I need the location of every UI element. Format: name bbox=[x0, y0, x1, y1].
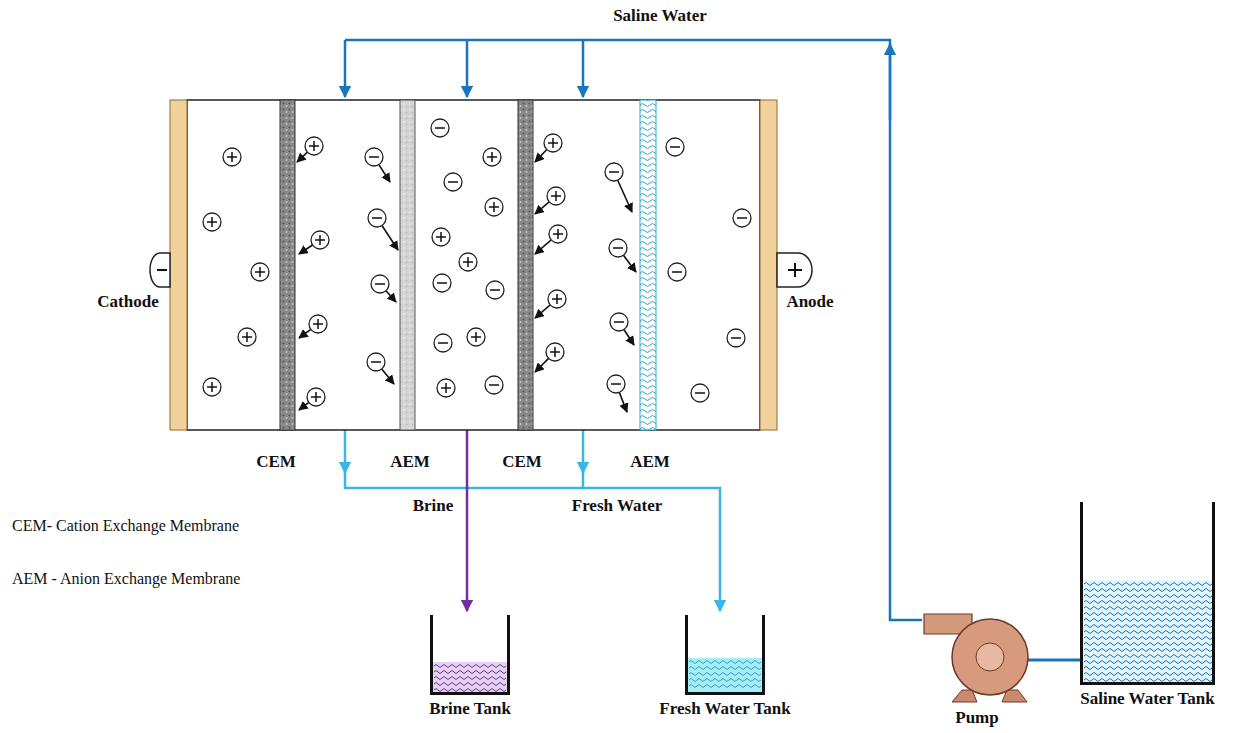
brine-tank: Brine Tank bbox=[430, 615, 510, 695]
part-label: CEM bbox=[502, 452, 542, 472]
tank-label: Saline Water Tank bbox=[1080, 689, 1214, 709]
tank-label: Pump bbox=[955, 708, 998, 728]
pump: Pump bbox=[922, 612, 1032, 704]
tank-shape bbox=[430, 615, 510, 695]
part-label: CEM bbox=[256, 452, 296, 472]
tank-shape bbox=[685, 615, 765, 695]
tank-label: Fresh Water Tank bbox=[659, 699, 790, 719]
part-label: AEM bbox=[390, 452, 430, 472]
legend-note: CEM- Cation Exchange Membrane bbox=[12, 516, 239, 536]
part-label: Fresh Water bbox=[572, 496, 663, 516]
tank-label: Brine Tank bbox=[429, 699, 511, 719]
part-label: Cathode bbox=[97, 292, 158, 312]
pump-shape bbox=[922, 612, 1032, 704]
fresh-water-tank: Fresh Water Tank bbox=[685, 615, 765, 695]
part-label: Anode bbox=[786, 292, 833, 312]
tank-shape bbox=[1080, 502, 1215, 685]
part-label: AEM bbox=[630, 452, 670, 472]
legend-note: AEM - Anion Exchange Membrane bbox=[12, 569, 240, 589]
part-label: Brine bbox=[413, 496, 454, 516]
saline-water-tank: Saline Water Tank bbox=[1080, 502, 1215, 685]
pipe-connector bbox=[1026, 659, 1080, 662]
part-label: Saline Water bbox=[613, 6, 707, 26]
